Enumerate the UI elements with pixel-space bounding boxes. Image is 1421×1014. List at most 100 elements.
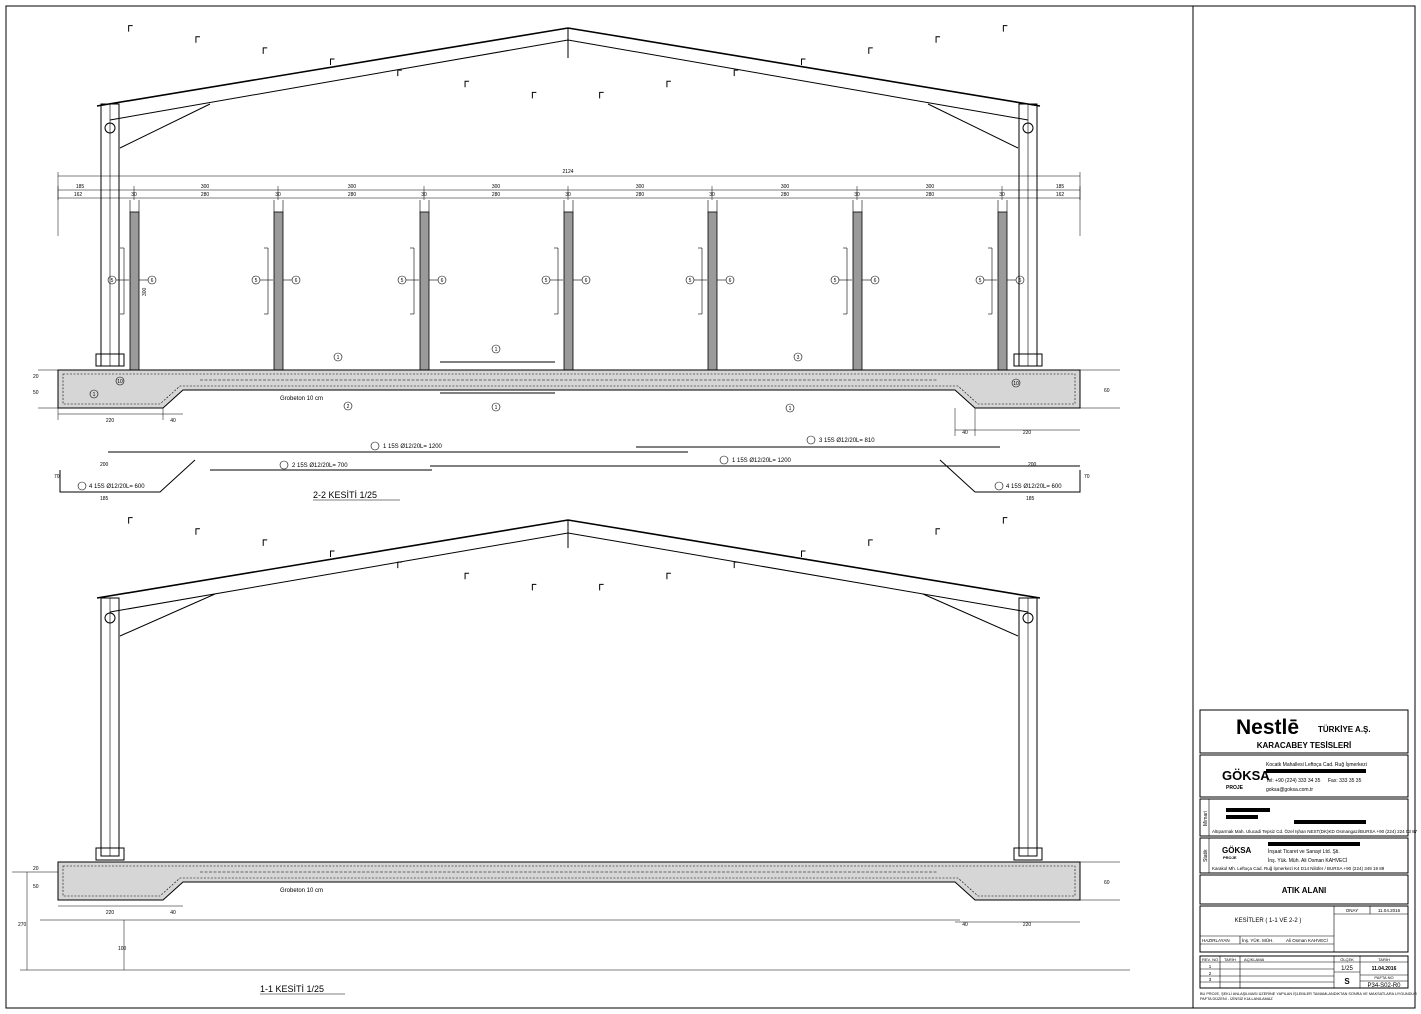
- rebar-callout: 3 15S Ø12/20L= 810: [806, 435, 875, 445]
- haunch-left: [119, 593, 216, 637]
- olcek-label: ÖLÇEK: [1340, 957, 1354, 962]
- foundation-slab: [57, 861, 1081, 901]
- pafta-no: P34-S02-R0: [1367, 983, 1401, 989]
- bar-dim: 185: [1026, 496, 1035, 502]
- statik-address: Karakol Mh. Leftoça Cad. Ruğ İşmerkezi K…: [1212, 865, 1385, 871]
- foundation-slab: [57, 369, 1081, 409]
- slab-dim: 50: [33, 884, 39, 890]
- tarih-value: 11.04.2016: [1372, 966, 1397, 972]
- purlin: [195, 528, 200, 535]
- firm-email: goksa@goksa.com.tr: [1266, 787, 1313, 793]
- base-plate-right: [1013, 353, 1043, 367]
- purlin: [397, 561, 402, 569]
- mimari-label: Mimari: [1203, 811, 1209, 826]
- rev-header: REV. NO: [1202, 957, 1218, 962]
- statik-engineer: İnş. Yük. Müh. Ali Osman KAHVECİ: [1268, 857, 1347, 864]
- purlin: [666, 80, 671, 88]
- purlin: [128, 25, 133, 32]
- footing-dim: 220: [1023, 922, 1032, 928]
- purlins: [128, 25, 1008, 99]
- sub-dimension: 280: [348, 192, 357, 198]
- purlin: [262, 47, 268, 54]
- purlin: [733, 561, 739, 569]
- rebar-callout: 4 15S Ø12/20L= 600: [994, 481, 1062, 491]
- sheet-border: [5, 5, 1416, 1009]
- bar-dim: 200: [100, 462, 109, 468]
- wall-column: [997, 211, 1008, 371]
- purlin: [330, 550, 335, 557]
- purlin: [531, 91, 537, 99]
- svg-text:2: 2: [347, 404, 350, 410]
- slab-rebar: [62, 373, 1076, 405]
- sub-dimension: 162: [1056, 192, 1065, 198]
- column-height-dim: 300: [142, 287, 148, 296]
- sheet-title: KESİTLER ( 1-1 VE 2-2 ): [1235, 917, 1302, 924]
- rev-number: 1: [1209, 964, 1212, 969]
- bar-mark-label: 5: [401, 278, 404, 284]
- redacted-bar: [1294, 820, 1366, 824]
- top-dimension: 300: [781, 184, 790, 190]
- slab-dim: 50: [33, 390, 39, 396]
- top-dimension: 185: [76, 184, 85, 190]
- sub-dimension: 280: [781, 192, 790, 198]
- tarih-label: TARİH: [1378, 957, 1390, 962]
- bar-mark: 1 1 1 3 2 1 1 10 10: [89, 344, 1021, 413]
- client-box: [1199, 709, 1409, 754]
- bar-mark-label: 6: [151, 278, 154, 284]
- firm-box: [1199, 754, 1409, 798]
- svg-text:1: 1: [495, 405, 498, 411]
- sheet-info-box: [1199, 905, 1409, 953]
- bolt-icon: [104, 612, 116, 624]
- roof-bottom-line: [109, 39, 1029, 121]
- sub-dimension: 30: [854, 192, 860, 198]
- bar-dim: 70: [54, 474, 60, 480]
- purlin: [935, 36, 941, 43]
- sub-dimension: 30: [999, 192, 1005, 198]
- top-dimension: 300: [201, 184, 210, 190]
- sub-dimension: 280: [492, 192, 501, 198]
- statik-box: [1199, 837, 1409, 874]
- purlin: [1002, 517, 1008, 524]
- svg-text:1: 1: [337, 355, 340, 361]
- purlin: [128, 517, 133, 524]
- wall-column: [852, 211, 863, 371]
- bolt-icon: [1022, 612, 1034, 624]
- bar-mark-label: 6: [1019, 278, 1022, 284]
- purlin: [195, 36, 200, 43]
- facility-name: KARACABEY TESİSLERİ: [1257, 741, 1352, 750]
- revision-box: [1199, 955, 1409, 989]
- footing-dim: 40: [170, 418, 176, 424]
- project-name: ATIK ALANI: [1282, 886, 1326, 895]
- olcek-value: 1/25: [1341, 966, 1353, 972]
- svg-text:3 15S Ø12/20L= 810: 3 15S Ø12/20L= 810: [819, 438, 875, 444]
- footing-dim: 220: [106, 910, 115, 916]
- purlin: [868, 47, 873, 54]
- svg-text:2 15S Ø12/20L= 700: 2 15S Ø12/20L= 700: [292, 463, 348, 469]
- slab-dim: 60: [1104, 388, 1110, 394]
- wall-column: [273, 211, 284, 371]
- purlin: [935, 528, 941, 535]
- base-plate-right: [1013, 847, 1043, 861]
- sub-dimension: 30: [275, 192, 281, 198]
- purlin: [397, 69, 402, 77]
- purlin: [330, 58, 335, 65]
- svg-text:10: 10: [117, 379, 123, 385]
- footing-dim: 40: [962, 922, 968, 928]
- bar-mark-label: 5: [545, 278, 548, 284]
- bar-mark-label: 5: [979, 278, 982, 284]
- goksa-logo: GÖKSA: [1222, 768, 1270, 783]
- sub-dimension: 280: [201, 192, 210, 198]
- concrete-wall-columns: 5656856856856856856300: [107, 200, 1025, 384]
- haunch-right: [927, 103, 1019, 149]
- bar-mark-label: 6: [585, 278, 588, 284]
- bar-mark-label: 5: [111, 278, 114, 284]
- svg-text:1: 1: [789, 406, 792, 412]
- svg-text:1: 1: [93, 392, 96, 398]
- onay-date: 11.04.2016: [1378, 908, 1401, 913]
- bar-dim: 70: [1084, 474, 1090, 480]
- wall-column: [129, 211, 140, 371]
- redacted-bar: [1268, 842, 1360, 846]
- svg-text:1 15S Ø12/20L= 1200: 1 15S Ø12/20L= 1200: [732, 458, 792, 464]
